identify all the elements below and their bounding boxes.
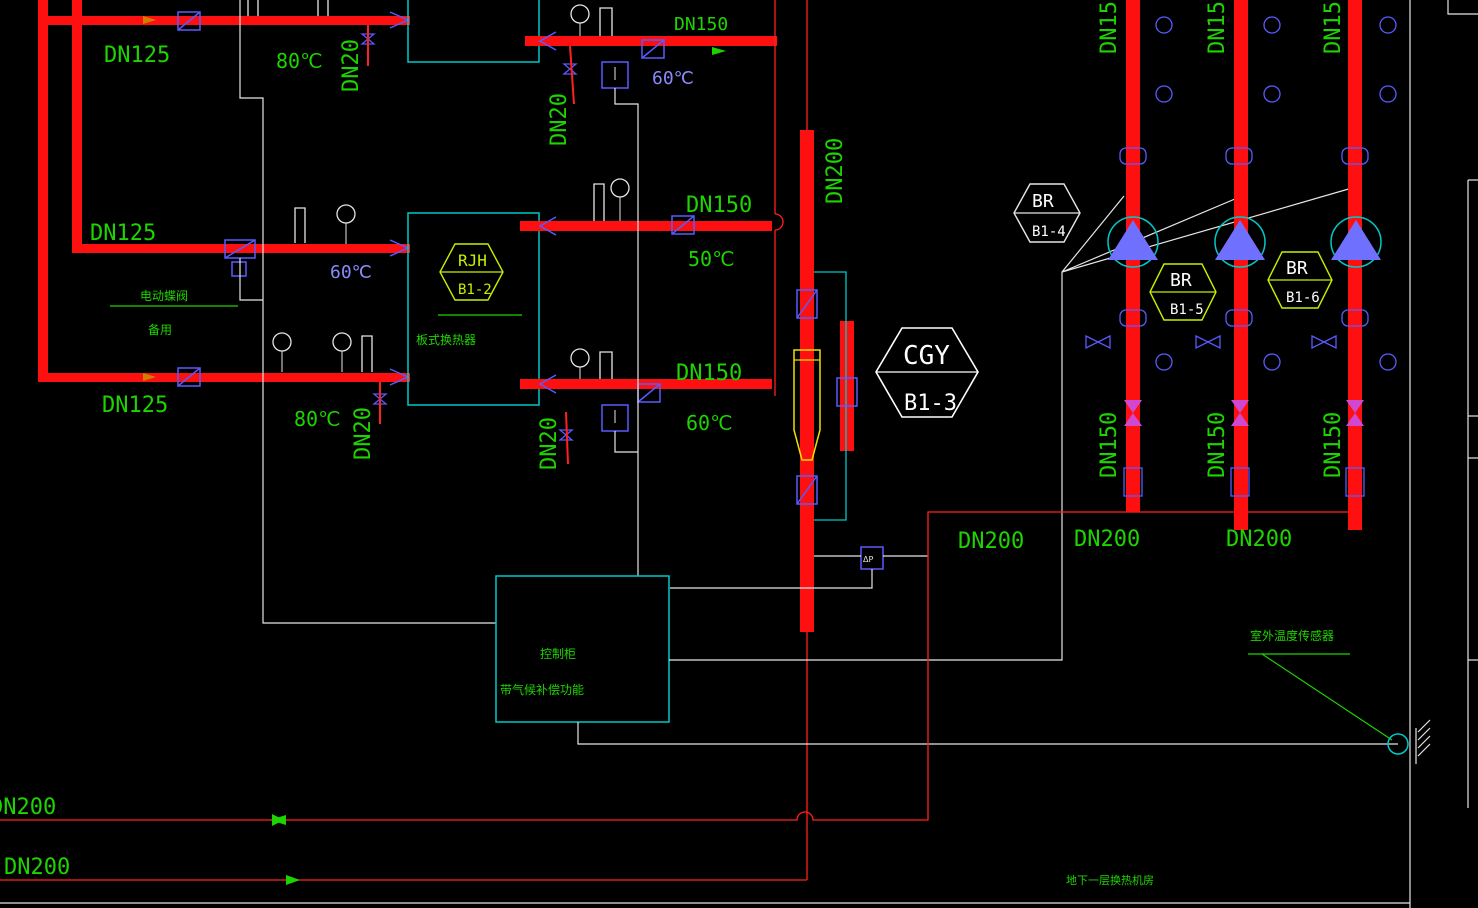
label-dn150-mid: DN150 [686,193,752,218]
label-dn150-pump2-bot: DN150 [1205,412,1230,478]
label-dn150-top: DN150 [674,14,728,35]
rjh-tag-bottom: B1-2 [458,282,492,298]
main-header-pipe [670,0,928,880]
control-cabinet [495,187,1398,745]
temp-50-mid: 50℃ [688,247,735,271]
br4-tag-top: BR [1032,191,1054,212]
rjh-tag [439,243,504,301]
br-tag-b1-4 [1013,183,1081,243]
notes: 电动蝶阀 备用 板式换热器 控制柜 带气候补偿功能 室外温度传感器 地下一层换热… [140,288,1334,887]
label-dn200-bottom1: DN200 [0,795,56,820]
equipment-tags: RJH B1-2 CGY B1-3 BR B1-4 BR B1-5 BR B1-… [458,191,1320,416]
pipe-size-labels: DN125 DN125 DN125 DN150 DN150 DN150 DN20… [0,0,1346,880]
cgy-tag-bottom: B1-3 [904,391,957,416]
pump-group [1085,0,1397,530]
note-electric-valve: 电动蝶阀 [140,288,188,303]
label-dn200-right2: DN200 [1226,527,1292,552]
note-spare: 备用 [148,323,172,337]
temp-60-top: 60℃ [652,68,694,89]
label-dn200-vertical: DN200 [823,138,848,204]
cgy-tag [875,327,979,418]
label-dn150-pump3-bot: DN150 [1321,412,1346,478]
dn200-mains [0,511,1352,881]
br-tag-b1-5 [1149,263,1217,321]
note-control-cabinet: 控制柜 [540,647,576,661]
label-dn150-bottom: DN150 [676,361,742,386]
outdoor-sensor [1248,653,1431,764]
label-dn20-c: DN20 [351,407,376,460]
note-control-cabinet-sub: 带气候补偿功能 [500,682,584,697]
label-dn200-bottom2: DN200 [4,855,70,880]
label-dn125-bottom: DN125 [102,393,168,418]
br5-tag-bottom: B1-5 [1170,302,1204,318]
cgy-tag-top: CGY [903,341,950,371]
temp-80-bottom: 80℃ [294,407,341,431]
rjh-tag-top: RJH [458,251,487,270]
label-dn150-pump1-bot: DN150 [1097,412,1122,478]
left-supply-pipes [38,0,410,424]
label-dn150-pump2-top: DN150 [1205,0,1230,54]
temp-60-bottom: 60℃ [686,411,733,435]
label-dn125-mid: DN125 [90,221,156,246]
br4-tag-bottom: B1-4 [1032,224,1066,240]
br6-tag-bottom: B1-6 [1286,290,1320,306]
temperature-labels: 80℃ 60℃ 60℃ 50℃ 80℃ 60℃ [276,49,735,435]
note-room-name: 地下一层换热机房 [1066,873,1154,887]
br5-tag-top: BR [1170,270,1192,291]
label-dn20-b: DN20 [547,93,572,146]
label-dn20-d: DN20 [537,417,562,470]
br-tag-b1-6 [1267,251,1333,309]
dp-label: ΔP [863,555,873,564]
note-plate-exchanger: 板式换热器 [416,333,476,347]
br6-tag-top: BR [1286,258,1308,279]
plate-exchanger-top [407,0,540,63]
note-outdoor-sensor: 室外温度传感器 [1250,628,1334,643]
temp-60-mid: 60℃ [330,262,372,283]
label-dn20-a: DN20 [339,39,364,92]
temp-80-top: 80℃ [276,49,323,73]
label-dn150-pump3-top: DN150 [1321,0,1346,54]
label-dn150-pump1-top: DN150 [1097,0,1122,54]
label-dn200-right1: DN200 [1074,527,1140,552]
secondary-pipes [520,4,777,576]
left-control-wiring [110,0,496,624]
label-dn125-top: DN125 [104,43,170,68]
plate-exchanger-bottom [407,212,540,406]
label-dn200-center: DN200 [958,529,1024,554]
